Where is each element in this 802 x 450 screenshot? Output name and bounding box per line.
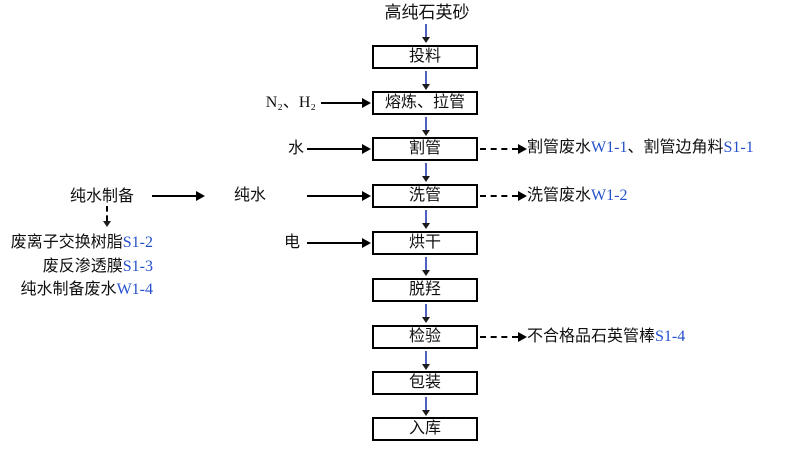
output-text: 割管废水 [527,139,592,156]
output-code: W1-1 [591,139,628,156]
pure-water-prep-arrow [152,191,205,201]
source-material-label: 高纯石英砂 [384,3,470,22]
step-box-warehousing: 入库 [372,417,478,441]
down-arrow [421,117,430,136]
down-arrow [421,210,430,229]
step-box-tube-washing: 洗管 [372,184,478,208]
output-label-cutting-waste: 割管废水W1-1、割管边角料S1-1 [527,138,754,158]
step-box-drying: 烘干 [372,231,478,255]
down-arrow [421,24,430,43]
down-arrow [421,351,430,370]
pure-water-waste-list: 废离子交换树脂S1-2 废反渗透膜S1-3 纯水制备废水W1-4 [0,231,153,302]
down-arrow [421,163,430,182]
step-box-dehydroxyl: 脱羟 [372,278,478,302]
waste-code: S1-2 [122,234,153,251]
output-text: 洗管废水 [527,187,592,204]
waste-name: 废离子交换树脂 [10,234,123,251]
waste-name: 纯水制备废水 [20,281,117,298]
waste-line-wastewater: 纯水制备废水W1-4 [0,278,153,302]
step-box-feeding: 投料 [372,45,478,69]
input-label-pure-water: 纯水 [233,187,266,204]
pure-water-prep-label: 纯水制备 [70,188,135,205]
waste-line-resin: 废离子交换树脂S1-2 [0,231,153,255]
waste-code: S1-3 [122,257,153,275]
input-label-electric: 电 [283,234,300,251]
input-label-water: 水 [287,140,304,157]
input-label-n2-h2: N₂、H₂ [265,94,316,111]
down-arrow [421,397,430,416]
waste-line-membrane: 废反渗透膜S1-3 [0,255,153,279]
input-arrow-pure-water [307,191,371,201]
output-code: S1-4 [655,328,686,345]
output-text: 不合格品石英管棒 [527,328,656,345]
output-arrow-inspection [480,332,527,342]
output-label-rejects: 不合格品石英管棒S1-4 [527,327,685,347]
down-arrow [421,304,430,323]
waste-name: 废反渗透膜 [42,257,123,275]
down-arrow [421,257,430,276]
output-arrow-cutting [480,144,527,154]
step-box-packaging: 包装 [372,371,478,395]
step-box-tube-cutting: 割管 [372,137,478,161]
step-box-inspection: 检验 [372,325,478,349]
pure-water-prep-waste-arrow [102,206,112,227]
waste-code: W1-4 [116,281,153,298]
output-code: W1-2 [591,187,628,204]
output-code: S1-1 [723,139,754,156]
output-label-washing-waste: 洗管废水W1-2 [527,186,627,206]
output-text: 、割管边角料 [627,139,724,156]
step-box-smelt-draw: 熔炼、拉管 [372,91,478,115]
input-arrow-water [307,144,371,154]
input-arrow-n2-h2 [321,98,371,108]
down-arrow [421,71,430,90]
input-arrow-electric [307,238,371,248]
output-arrow-washing [480,191,527,201]
